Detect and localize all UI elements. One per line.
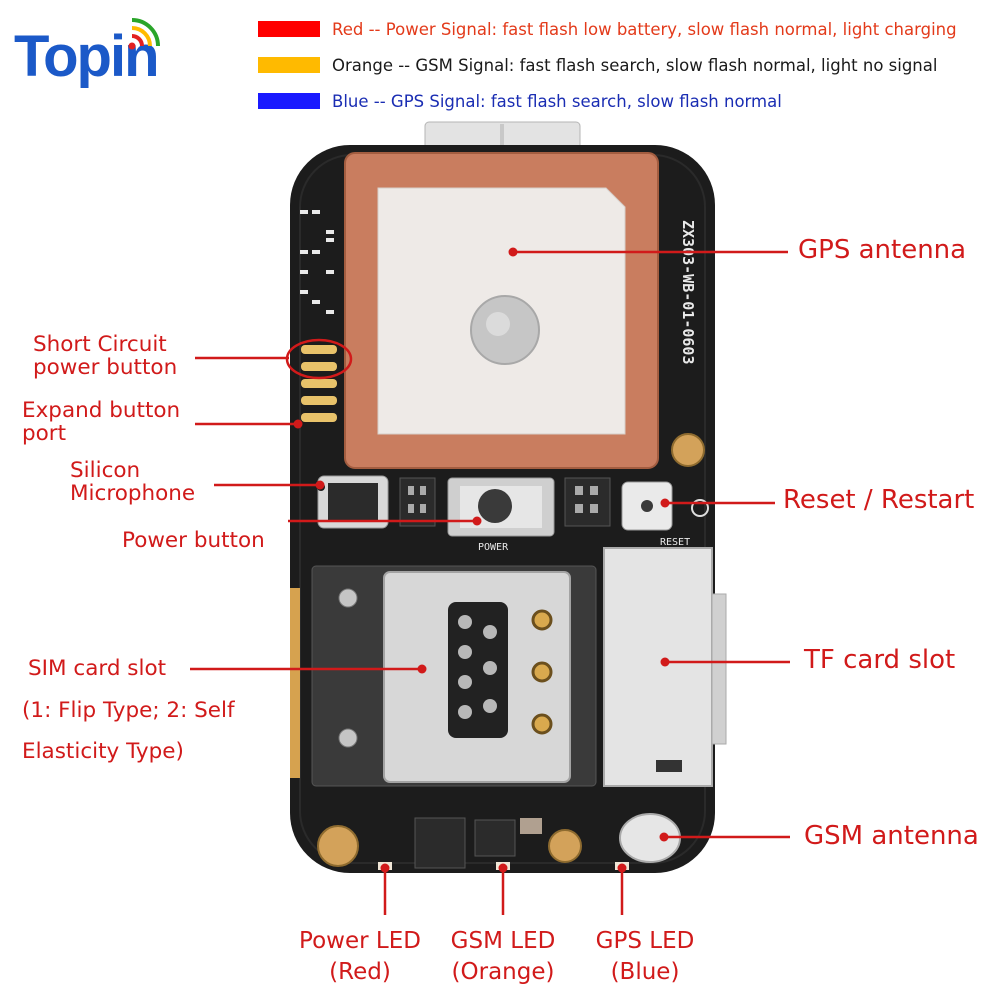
label-short-circuit: Short Circuit power button	[33, 332, 178, 380]
label-sim-slot: SIM card slot	[28, 656, 167, 681]
label-gsm-led-line2: (Orange)	[451, 959, 555, 986]
label-gps-antenna: GPS antenna	[798, 235, 967, 265]
leader-lines	[190, 250, 790, 915]
label-expand-line2: port	[22, 420, 67, 446]
label-sim-type-1: (1: Flip Type; 2: Self	[22, 698, 235, 723]
legend-swatch-orange	[258, 57, 320, 73]
legend-row-orange: Orange -- GSM Signal: fast flash search,…	[258, 52, 937, 78]
reset-silkscreen: RESET	[660, 537, 690, 548]
label-power-led-line2: (Red)	[329, 959, 391, 986]
label-gps-led-line1: GPS LED	[595, 928, 695, 954]
power-button-knob	[478, 489, 512, 523]
label-mic-line1: Silicon	[70, 458, 141, 483]
sim-contact-window	[448, 602, 508, 738]
topin-logo: Topin	[14, 18, 164, 88]
label-microphone: Silicon Microphone	[70, 458, 196, 506]
label-expand-line1: Expand button	[22, 398, 181, 423]
legend-swatch-blue	[258, 93, 320, 109]
label-gsm-led: GSM LED (Orange)	[435, 926, 571, 988]
label-power-led-line1: Power LED	[299, 928, 421, 954]
label-gsm-led-line1: GSM LED	[450, 928, 556, 954]
tf-card-slot	[603, 547, 713, 787]
wireless-signal-icon	[128, 18, 160, 50]
expand-port-pads	[301, 345, 337, 422]
label-power-button: Power button	[122, 528, 265, 553]
legend-row-blue: Blue -- GPS Signal: fast flash search, s…	[258, 88, 782, 114]
silkscreen-marks	[300, 210, 334, 314]
label-expand-port: Expand button port	[22, 398, 181, 446]
label-gps-led-line2: (Blue)	[610, 959, 680, 986]
label-mic-line2: Microphone	[70, 480, 196, 506]
legend-swatch-red	[258, 21, 320, 37]
label-short-circuit-line1: Short Circuit	[33, 332, 167, 357]
label-short-circuit-line2: power button	[33, 354, 178, 380]
label-gsm-antenna: GSM antenna	[804, 821, 979, 851]
power-silkscreen: POWER	[478, 542, 509, 553]
legend-row-red: Red -- Power Signal: fast flash low batt…	[258, 16, 957, 42]
board-model-code: ZX303-WB-01-0603	[679, 220, 697, 365]
legend-text-red: Red -- Power Signal: fast flash low batt…	[332, 19, 957, 39]
label-gps-led: GPS LED (Blue)	[580, 926, 710, 988]
legend-text-blue: Blue -- GPS Signal: fast flash search, s…	[332, 91, 782, 111]
label-sim-type-2: Elasticity Type)	[22, 739, 184, 764]
label-reset: Reset / Restart	[783, 485, 975, 515]
legend-text-orange: Orange -- GSM Signal: fast flash search,…	[332, 55, 938, 75]
label-tf-card: TF card slot	[804, 645, 956, 675]
label-power-led: Power LED (Red)	[290, 926, 430, 988]
